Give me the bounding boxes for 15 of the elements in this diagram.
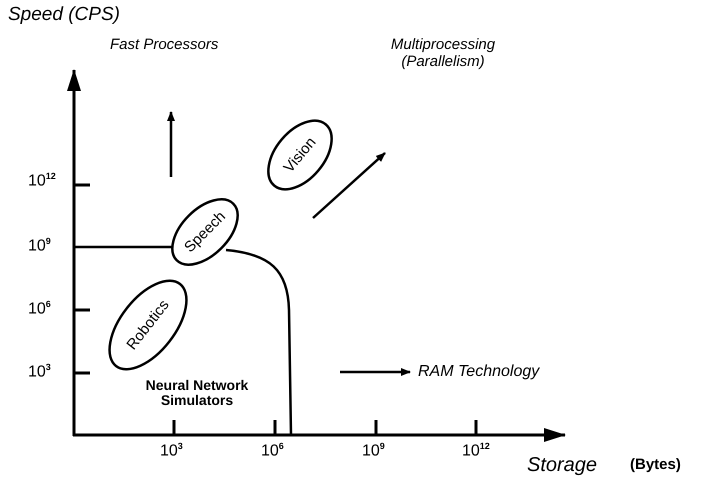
axis-title: Storage [527, 454, 598, 476]
annotation-text: Multiprocessing (Parallelism) [390, 37, 496, 70]
tick-label: 10$^{12}$ [462, 442, 490, 460]
tick-label: 10$^{3}$ [160, 442, 183, 460]
tick-label: 10$^{3}$ [28, 363, 51, 381]
tick-label: 10$^{9}$ [28, 237, 51, 255]
annotation-text: Fast Processors [110, 37, 218, 54]
annotation-text: RAM Technology [418, 363, 540, 381]
tick-label: 10$^{9}$ [362, 442, 385, 460]
axis-title: Speed (CPS) [8, 5, 120, 26]
region-label: Neural Network Simulators [144, 378, 250, 409]
tick-label: 10$^{12}$ [28, 172, 56, 190]
tick-label: 10$^{6}$ [261, 442, 284, 460]
unit-label: (Bytes) [630, 457, 681, 474]
tick-label: 10$^{6}$ [28, 300, 51, 318]
